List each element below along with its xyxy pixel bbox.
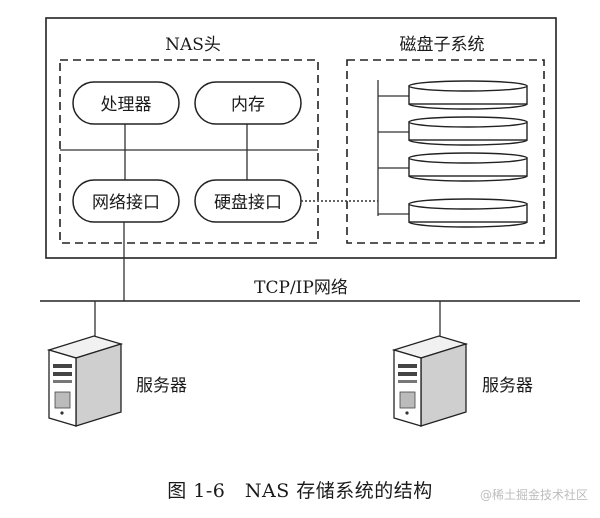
- disk: [378, 80, 528, 110]
- nas-system-enclosure: [45, 17, 557, 259]
- network-interface-label: 网络接口: [92, 193, 160, 213]
- nas-head-title: NAS头: [165, 35, 221, 55]
- disk-interface-label: 硬盘接口: [214, 193, 282, 213]
- processor-box: [72, 81, 180, 125]
- watermark-text: @稀土掘金技术社区: [479, 488, 588, 502]
- server-icon: [46, 335, 124, 427]
- network-interface-box: [72, 179, 180, 223]
- network-label: TCP/IP网络: [254, 278, 348, 298]
- disk-subsystem-box: [346, 59, 545, 244]
- memory-box: [194, 81, 302, 125]
- server-icon: [391, 335, 469, 427]
- server-label: 服务器: [136, 376, 187, 396]
- memory-label: 内存: [231, 95, 265, 115]
- server-label: 服务器: [482, 376, 533, 396]
- disk: [378, 116, 528, 146]
- nas-architecture-diagram: NAS头 磁盘子系统 处理器 内存 网络接口 硬盘接口: [40, 17, 580, 427]
- disk-stack: [378, 80, 528, 228]
- disk: [378, 152, 528, 182]
- disk: [378, 198, 528, 228]
- disk-subsystem-title: 磁盘子系统: [400, 35, 485, 55]
- processor-label: 处理器: [101, 95, 152, 115]
- figure-caption: 图 1-6 NAS 存储系统的结构: [167, 480, 433, 502]
